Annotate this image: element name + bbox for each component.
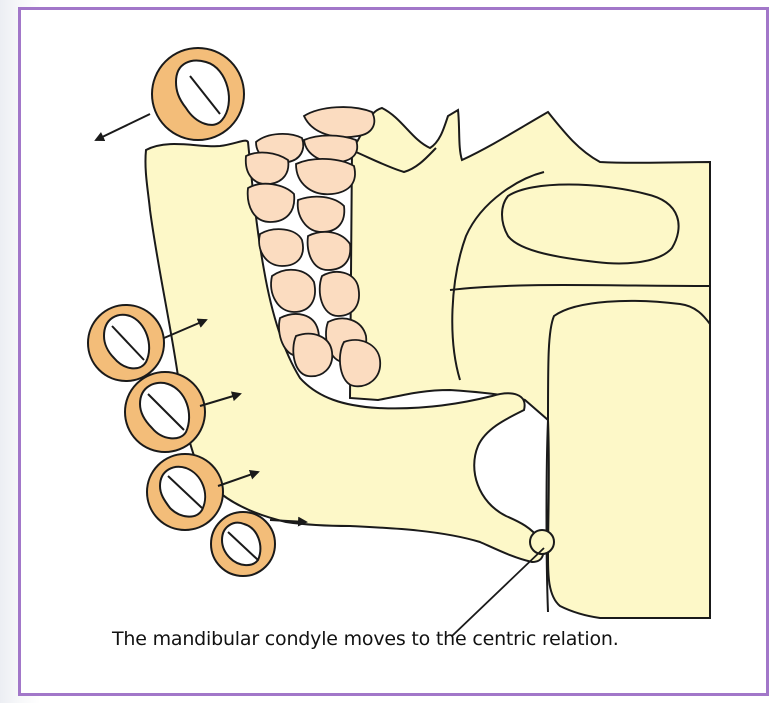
pad-2 — [125, 372, 205, 452]
pad-1 — [88, 305, 164, 381]
pad-4 — [211, 512, 275, 576]
arrow-icon — [96, 114, 150, 140]
caption-leader-line — [452, 548, 544, 636]
pad-3 — [147, 454, 223, 530]
pad-top — [152, 48, 244, 140]
figure-caption: The mandibular condyle moves to the cent… — [112, 628, 732, 650]
